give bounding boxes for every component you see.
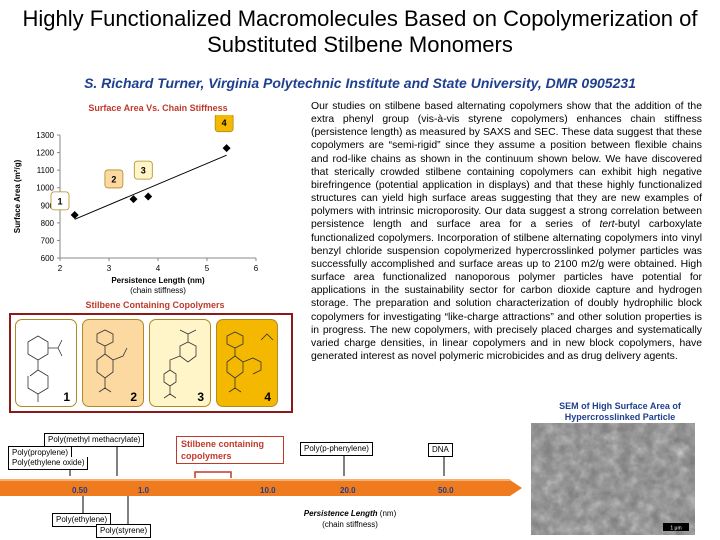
annotation-box — [133, 160, 153, 180]
copolymers-title: Stilbene Containing Copolymers — [85, 300, 225, 310]
y-axis-label: Surface Area (m²/g) — [13, 159, 22, 233]
page-title: Highly Functionalized Macromolecules Bas… — [22, 6, 698, 57]
structure-3-icon — [163, 329, 197, 399]
author-affiliation: S. Richard Turner, Virginia Polytechnic … — [84, 75, 636, 91]
annotation-label: 1 — [57, 196, 62, 206]
copolymer-card-2: 2 — [82, 319, 144, 407]
y-tick-label: 1200 — [36, 149, 54, 158]
data-point — [222, 144, 231, 153]
description-text: Our studies on stilbene based alternatin… — [311, 100, 702, 363]
trendline — [74, 154, 227, 220]
y-tick-label: 600 — [41, 254, 55, 263]
x-axis-label: Persistence Length (nm) — [111, 276, 205, 285]
tick-1-0: 1.0 — [138, 486, 150, 495]
annotation-label: 4 — [222, 118, 227, 128]
label-pmma: Poly(methyl methacrylate) — [44, 433, 145, 447]
x-tick-label: 3 — [107, 264, 112, 273]
label-polyethylene: Poly(ethylene) — [52, 513, 112, 527]
sem-image: 1 μm — [531, 423, 695, 535]
x-tick-label: 6 — [254, 264, 259, 273]
y-tick-label: 1100 — [37, 166, 55, 175]
scale-bar-label: 1 μm — [670, 526, 681, 532]
sem-title: SEM of High Surface Area of Hypercrossli… — [559, 401, 681, 422]
label-polystyrene: Poly(styrene) — [96, 524, 152, 538]
annotation-box — [214, 115, 234, 133]
copolymer-number: 3 — [197, 390, 204, 404]
label-dna: DNA — [428, 443, 453, 457]
tick-50: 50.0 — [438, 486, 454, 495]
annotation-box — [50, 191, 70, 211]
copolymer-card-1: 1 — [15, 319, 77, 407]
annotation-box — [104, 169, 124, 189]
chart-title: Surface Area Vs. Chain Stiffness — [88, 103, 228, 113]
continuum-axis-title: Persistence Length — [303, 509, 378, 518]
y-tick-label: 1300 — [36, 131, 54, 140]
description-part-2: -butyl carboxylate functionalized copoly… — [311, 219, 702, 362]
tick-10: 10.0 — [260, 486, 276, 495]
y-tick-label: 1000 — [36, 184, 54, 193]
description-tert: tert — [599, 219, 615, 231]
copolymers-panel: 1 2 3 4 — [9, 313, 293, 413]
y-tick-label: 800 — [41, 219, 55, 228]
continuum-connectors — [69, 444, 445, 526]
copolymer-number: 4 — [264, 390, 271, 404]
structure-2-icon — [96, 329, 128, 393]
copolymer-card-4: 4 — [216, 319, 278, 407]
data-point — [70, 210, 79, 219]
y-tick-label: 700 — [41, 236, 55, 245]
continuum-axis-label: Persistence Length (nm) (chain stiffness) — [270, 508, 430, 530]
y-tick-label: 900 — [41, 201, 55, 210]
x-tick-label: 5 — [205, 264, 210, 273]
copolymer-number: 1 — [63, 390, 70, 404]
label-ppp: Poly(p-phenylene) — [300, 442, 373, 456]
copolymer-card-3: 3 — [149, 319, 211, 407]
tick-0-5: 0.50 — [72, 486, 88, 495]
scatter-chart: 600 700 800 900 1000 1100 1200 1300 2 3 4 5 6Persist… — [13, 115, 259, 295]
x-axis-sublabel: (chain stiffness) — [130, 286, 186, 295]
annotation-label: 2 — [111, 174, 116, 184]
label-polypropylene: Poly(propylene) — [8, 446, 73, 459]
tick-20: 20.0 — [340, 486, 356, 495]
description-part-1: Our studies on stilbene based alternatin… — [311, 101, 702, 231]
persistence-length-arrow — [0, 479, 522, 496]
continuum-axis-unit: (nm) — [377, 509, 397, 518]
structure-1-icon — [27, 335, 63, 402]
data-point — [129, 195, 138, 204]
label-stilbene-copolymers: Stilbene containing copolymers — [176, 436, 284, 464]
chart-layer: 600 700 800 900 1000 1100 1200 1300 2 3 4 5 6Persist… — [13, 115, 259, 295]
x-tick-label: 4 — [156, 264, 161, 273]
data-point — [144, 192, 153, 201]
annotation-label: 3 — [141, 166, 146, 176]
structure-4-icon — [226, 331, 274, 393]
label-peo: Poly(ethylene oxide) — [8, 457, 89, 470]
continuum-axis-sub: (chain stiffness) — [322, 520, 378, 529]
x-tick-label: 2 — [58, 264, 63, 273]
copolymer-number: 2 — [130, 390, 137, 404]
